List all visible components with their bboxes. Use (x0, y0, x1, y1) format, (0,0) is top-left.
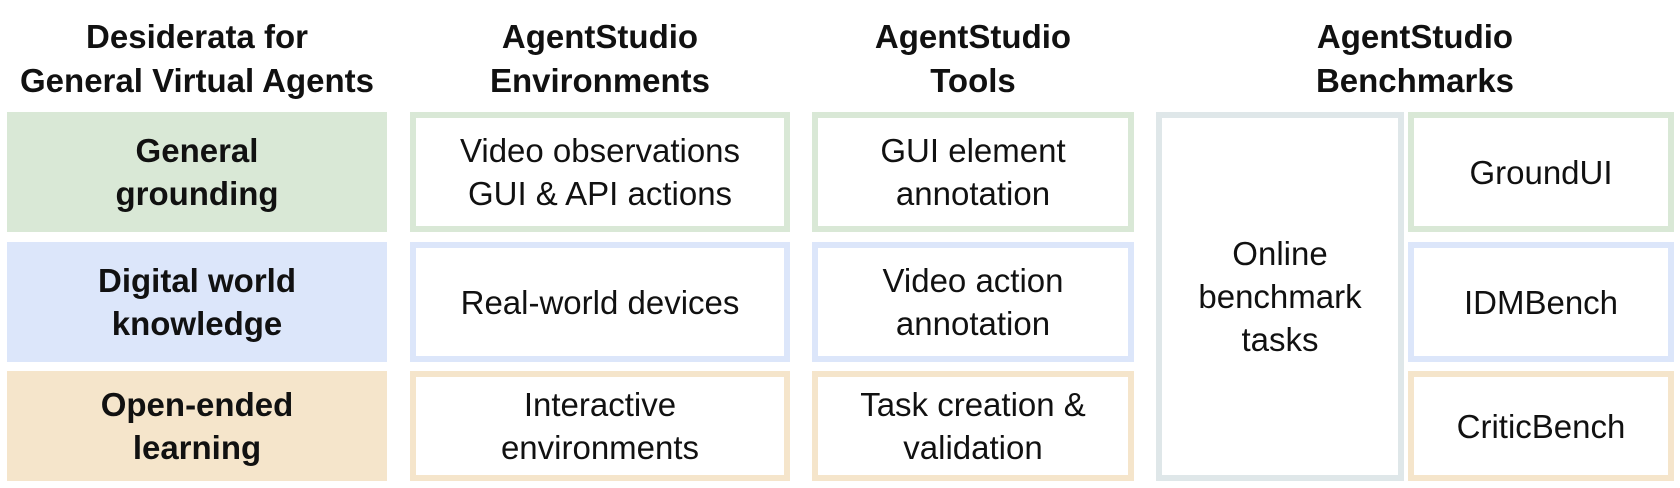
header-benchmarks: AgentStudio Benchmarks (1315, 18, 1515, 99)
desiderata-general-grounding: General grounding (7, 112, 387, 232)
benchmark-idmbench: IDMBench (1408, 242, 1674, 362)
benchmark-groundui: GroundUI (1408, 112, 1674, 232)
header-environments: AgentStudio Environments (489, 18, 711, 99)
header-desiderata: Desiderata for General Virtual Agents (20, 18, 374, 99)
tool-task-creation-validation: Task creation & validation (812, 371, 1134, 481)
desiderata-open-ended-learning: Open-ended learning (7, 371, 387, 481)
benchmark-online-tasks: Online benchmark tasks (1156, 112, 1404, 481)
environment-real-world-devices: Real-world devices (410, 242, 790, 362)
desiderata-digital-world-knowledge: Digital world knowledge (7, 242, 387, 362)
header-tools: AgentStudio Tools (874, 18, 1072, 99)
benchmark-criticbench: CriticBench (1408, 371, 1674, 481)
environment-video-observations: Video observations GUI & API actions (410, 112, 790, 232)
environment-interactive: Interactive environments (410, 371, 790, 481)
tool-gui-element-annotation: GUI element annotation (812, 112, 1134, 232)
tool-video-action-annotation: Video action annotation (812, 242, 1134, 362)
